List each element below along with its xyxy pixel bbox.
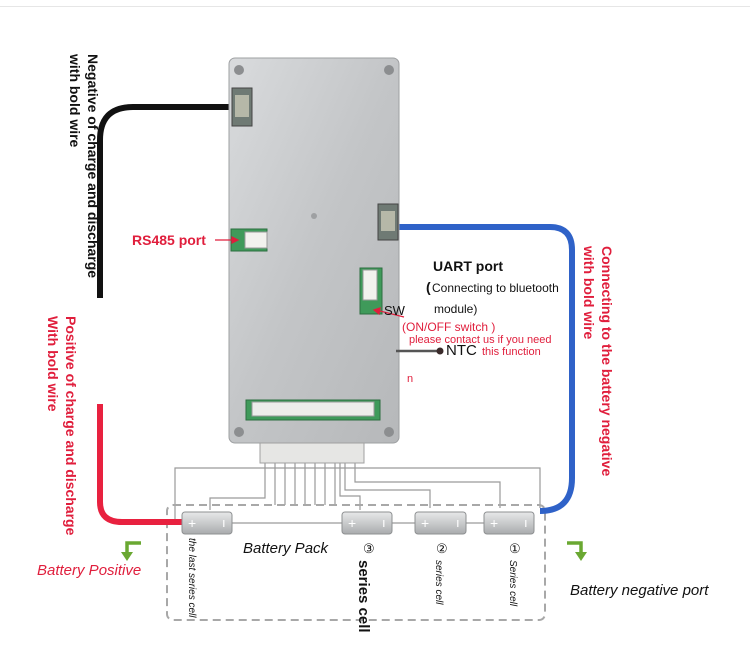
label-positive-charge: Positive of charge and discharge With bo…: [45, 316, 79, 536]
svg-text:ı: ı: [382, 515, 386, 530]
bms-board: [228, 57, 400, 464]
label-onoff-switch: (ON/OFF switch ): [402, 320, 496, 334]
label-cell-1-num: ①: [509, 541, 521, 556]
svg-text:+: +: [490, 515, 498, 531]
label-contact-line2: this function: [482, 346, 541, 358]
label-uart-line1: Connecting to bluetooth: [432, 281, 559, 295]
label-cell-3-num: ③: [363, 541, 375, 556]
battery-negative-arrow-icon: [567, 541, 587, 561]
label-battery-negative-port: Battery negative port: [570, 582, 709, 599]
battery-cell-last: + ı: [181, 511, 233, 535]
battery-cell-2: + ı: [414, 511, 467, 535]
svg-text:+: +: [348, 515, 356, 531]
label-series-cell-big: series cell: [355, 560, 372, 633]
label-ntc: NTC: [446, 342, 477, 359]
top-divider: [0, 6, 750, 7]
label-uart-title: UART port: [433, 258, 503, 274]
label-battery-positive: Battery Positive: [37, 562, 142, 579]
battery-cell-3: + ı: [341, 511, 393, 535]
label-negative-charge: Negative of charge and discharge with bo…: [67, 54, 101, 279]
label-cell-last: the last series cell: [186, 538, 197, 618]
battery-cell-1: + ı: [483, 511, 535, 535]
red-positive-wire: [97, 404, 182, 525]
label-sw: SW: [384, 303, 405, 318]
label-contact-line1: please contact us if you need: [409, 334, 552, 346]
svg-text:+: +: [188, 515, 196, 531]
label-rs485-port: RS485 port: [132, 232, 206, 248]
balance-wires: [174, 462, 541, 524]
label-battery-pack: Battery Pack: [243, 540, 329, 557]
svg-text:+: +: [421, 515, 429, 531]
label-uart-line2: module): [434, 302, 478, 316]
ntc-lead: [396, 347, 444, 355]
label-cell-2-num: ②: [436, 541, 448, 556]
svg-text:ı: ı: [222, 515, 226, 530]
black-negative-wire: [97, 104, 240, 298]
label-uart-paren: (: [426, 279, 431, 295]
label-cell-2: series cell: [433, 560, 444, 605]
label-cell-1: Series cell: [507, 560, 518, 607]
battery-pack-frame: [166, 504, 546, 621]
battery-positive-arrow-icon: [121, 541, 141, 561]
svg-text:ı: ı: [456, 515, 460, 530]
pointer-arrows: [215, 236, 405, 318]
label-ntc-n: n: [407, 373, 414, 385]
label-battery-negative: Connecting to the battery negative with …: [581, 246, 615, 477]
blue-negative-wire: [395, 224, 575, 514]
svg-text:ı: ı: [524, 515, 528, 530]
